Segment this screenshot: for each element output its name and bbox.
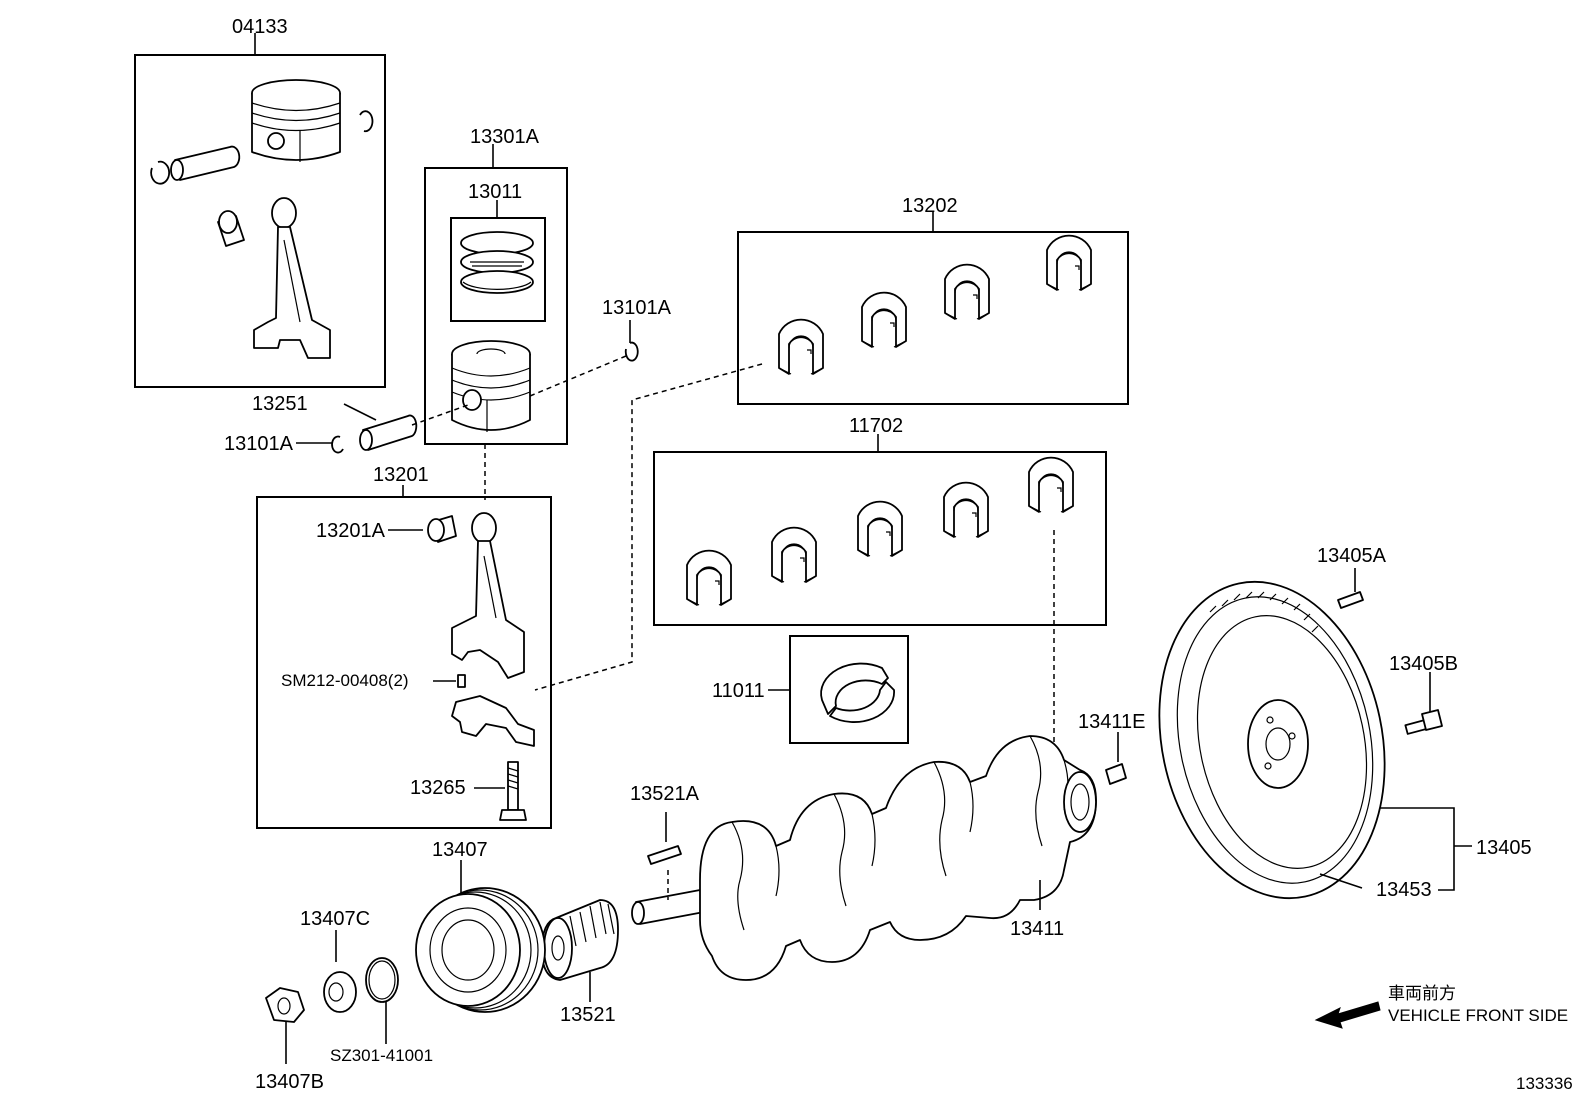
nut-icon: [265, 987, 305, 1064]
figure-id: 133336: [1516, 1074, 1573, 1093]
gear-icon: [541, 899, 619, 1002]
label-13011: 13011: [468, 181, 522, 203]
rod-cap-icon: [451, 695, 535, 747]
group-11011: [768, 635, 909, 744]
key-icon: [647, 812, 682, 900]
box-04133: [134, 54, 386, 388]
label-SM212-00408: SM212-00408(2): [281, 671, 409, 690]
bearing-shell-icon: [944, 263, 990, 320]
arrow-left-icon: [1314, 1001, 1381, 1029]
label-13405B: 13405B: [1389, 653, 1458, 675]
group-11702: [653, 434, 1107, 626]
group-04133: [134, 33, 386, 388]
crankshaft-icon: [631, 735, 1097, 981]
bearing-shell-icon: [686, 549, 732, 606]
label-13407B: 13407B: [255, 1071, 324, 1093]
label-13405A: 13405A: [1317, 545, 1387, 567]
piston-pin-icon: [170, 145, 241, 181]
bolt-icon: [499, 761, 527, 821]
bushing-icon: [217, 210, 245, 247]
snap-ring-icon: [624, 320, 639, 362]
bracket-13405: [1319, 807, 1472, 891]
label-13301A: 13301A: [470, 126, 540, 148]
label-11011: 11011: [712, 680, 765, 702]
bearing-shell-icon: [771, 526, 817, 583]
label-13251: 13251: [252, 393, 308, 415]
pulley-icon: [415, 860, 546, 1013]
bearing-shell-icon: [1028, 456, 1074, 513]
plug-icon: [1105, 732, 1127, 785]
label-13521: 13521: [560, 1004, 616, 1026]
snap-ring-icon: [359, 110, 374, 133]
label-13411E: 13411E: [1078, 711, 1145, 733]
label-13405: 13405: [1476, 837, 1532, 859]
bearing-shell-icon: [778, 318, 824, 375]
label-04133: 04133: [232, 16, 288, 38]
direction-label-en: VEHICLE FRONT SIDE: [1388, 1006, 1568, 1025]
label-SZ301-41001: SZ301-41001: [330, 1046, 433, 1065]
flywheel-icon: [1158, 580, 1386, 900]
label-13201: 13201: [373, 464, 429, 486]
group-13301A: [424, 144, 568, 445]
piston-pin-icon: [343, 403, 418, 451]
direction-label-jp: 車両前方: [1388, 984, 1456, 1003]
label-13407: 13407: [432, 839, 488, 861]
group-13202: [737, 212, 1129, 405]
group-13201: [256, 485, 552, 829]
label-13202: 13202: [902, 195, 958, 217]
bushing-icon: [427, 515, 457, 543]
label-13521A: 13521A: [630, 783, 700, 805]
label-13265: 13265: [410, 777, 466, 799]
bearing-shell-icon: [1046, 234, 1092, 291]
piston-icon: [451, 340, 531, 432]
piston-icon: [251, 79, 341, 162]
label-13407C: 13407C: [300, 908, 370, 930]
label-13453: 13453: [1376, 879, 1432, 901]
bolt-icon: [1404, 672, 1443, 735]
label-13101A-left: 13101A: [224, 433, 294, 455]
label-13101A-top: 13101A: [602, 297, 672, 319]
connecting-rod-icon: [253, 197, 331, 359]
bearing-shell-icon: [861, 291, 907, 348]
snap-ring-icon: [150, 160, 171, 185]
bearing-shell-icon: [943, 481, 989, 538]
washer-icon: [323, 930, 357, 1013]
bolt-icon: [457, 674, 466, 688]
thrust-washer-icon: [820, 662, 895, 723]
piston-ring-icon: [460, 231, 534, 294]
label-13201A: 13201A: [316, 520, 386, 542]
snap-ring-icon: [296, 435, 344, 454]
bearing-shell-icon: [857, 500, 903, 557]
label-11702: 11702: [849, 415, 903, 437]
o-ring-icon: [365, 957, 399, 1044]
connecting-rod-icon: [451, 512, 525, 679]
label-13411: 13411: [1010, 918, 1064, 940]
dowel-pin-icon: [1337, 568, 1364, 609]
